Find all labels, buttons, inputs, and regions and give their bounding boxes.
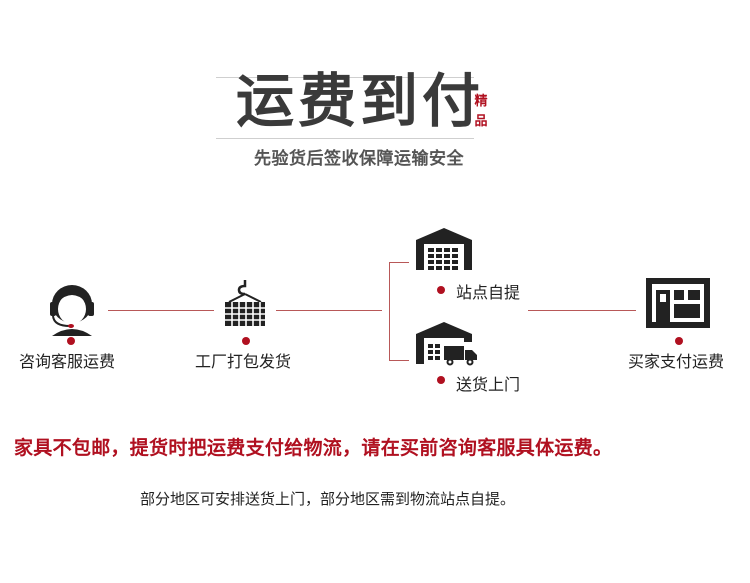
branch-top-tick bbox=[389, 262, 409, 263]
branch2-label: 送货上门 bbox=[456, 375, 521, 394]
shipping-notice: 家具不包邮，提货时把运费支付给物流，请在买前咨询客服具体运费。 bbox=[14, 437, 613, 459]
cargo-crane-icon bbox=[221, 278, 269, 328]
delivery-note: 部分地区可安排送货上门，部分地区需到物流站点自提。 bbox=[140, 490, 516, 508]
step1-dot bbox=[67, 337, 75, 345]
header-rule-bottom bbox=[216, 138, 474, 139]
page-subtitle: 先验货后签收保障运输安全 bbox=[254, 149, 464, 169]
branch1-label: 站点自提 bbox=[456, 283, 521, 302]
store-payment-icon bbox=[644, 276, 712, 330]
connector-3 bbox=[528, 310, 636, 311]
delivery-truck-icon bbox=[414, 320, 480, 366]
connector-2 bbox=[276, 310, 382, 311]
step4-label: 买家支付运费 bbox=[628, 352, 725, 371]
branch2-dot bbox=[437, 376, 445, 384]
header-rule-top bbox=[216, 77, 474, 78]
connector-1 bbox=[108, 310, 214, 311]
page-title: 运费到付 bbox=[236, 67, 485, 135]
seal-stamp: 精品 bbox=[474, 94, 488, 129]
customer-service-icon bbox=[44, 282, 100, 336]
step2-label: 工厂打包发货 bbox=[195, 352, 292, 371]
branch-bracket bbox=[389, 262, 390, 360]
branch1-dot bbox=[437, 286, 445, 294]
warehouse-icon bbox=[414, 226, 474, 272]
step4-dot bbox=[675, 337, 683, 345]
step1-label: 咨询客服运费 bbox=[19, 352, 116, 371]
step2-dot bbox=[242, 337, 250, 345]
branch-bottom-tick bbox=[389, 360, 409, 361]
